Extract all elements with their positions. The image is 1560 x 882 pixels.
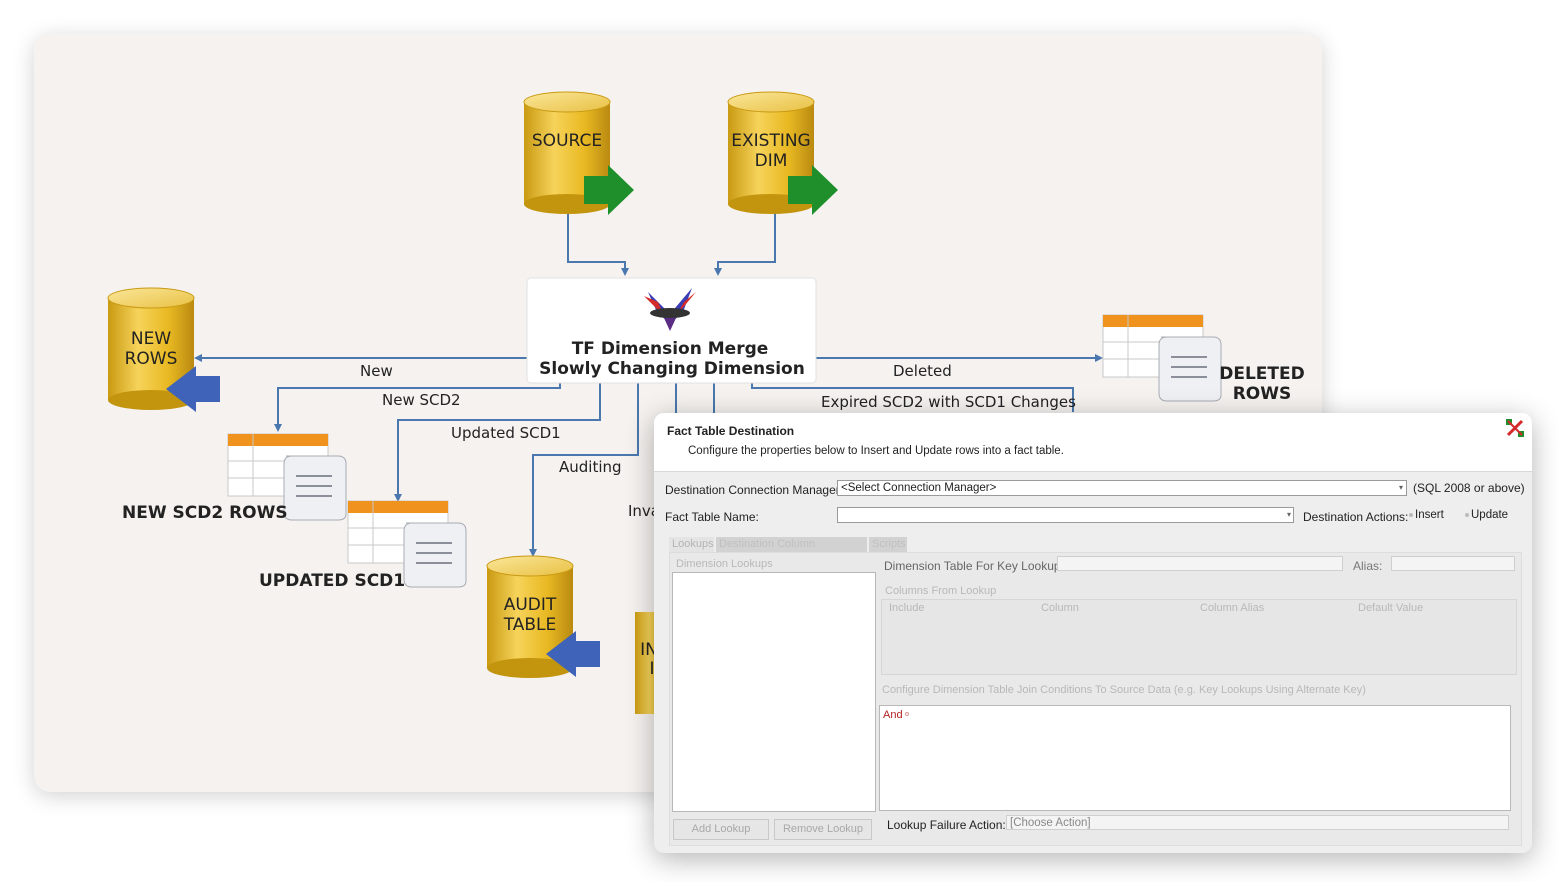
source-cylinder: SOURCE xyxy=(523,91,634,215)
tf-dimension-merge-box: TF Dimension Merge Slowly Changing Dimen… xyxy=(526,277,817,384)
fact-table-label: Fact Table Name: xyxy=(665,510,759,524)
dialog-title: Fact Table Destination xyxy=(667,424,795,438)
lookup-failure-dropdown[interactable]: [Choose Action] xyxy=(1006,815,1509,830)
tab-scripts[interactable]: Scripts xyxy=(869,537,907,552)
dim-table-input[interactable] xyxy=(1057,556,1343,571)
lookup-failure-label: Lookup Failure Action: xyxy=(887,818,1006,832)
columns-grid[interactable] xyxy=(881,599,1517,675)
scd-flow-diagram: SOURCE EXISTING DIM NEW ROWS AUDIT TABLE… xyxy=(107,91,1305,714)
update-radio[interactable]: Update xyxy=(1465,509,1508,521)
audit-table-label-1: AUDIT xyxy=(504,595,557,615)
new-rows-label-2: ROWS xyxy=(125,349,178,369)
eagle-logo-icon xyxy=(644,288,696,331)
green-arrow-icon xyxy=(788,165,838,215)
sql-note: (SQL 2008 or above) xyxy=(1413,481,1525,495)
remove-lookup-button[interactable]: Remove Lookup xyxy=(774,819,872,840)
flow-new-scd2-label: New SCD2 xyxy=(382,391,461,409)
flow-new-label: New xyxy=(360,362,393,380)
grid-header-default-value: Default Value xyxy=(1358,602,1424,614)
existing-dim-label-1: EXISTING xyxy=(731,131,810,151)
task-factory-logo-icon xyxy=(1506,419,1524,437)
join-and-operator[interactable]: And xyxy=(883,709,903,721)
join-conditions-label: Configure Dimension Table Join Condition… xyxy=(882,684,1366,696)
existing-dim-cylinder: EXISTING DIM xyxy=(727,91,838,215)
grid-header-include: Include xyxy=(889,602,925,614)
updated-scd1-output-label: UPDATED SCD1 xyxy=(259,571,405,591)
alias-input[interactable] xyxy=(1391,556,1515,571)
add-lookup-button[interactable]: Add Lookup xyxy=(673,819,769,840)
dim-table-label: Dimension Table For Key Lookup: xyxy=(884,559,1064,573)
flow-expired-label: Expired SCD2 with SCD1 Changes xyxy=(821,393,1076,411)
insert-label: Insert xyxy=(1415,509,1444,521)
blue-arrow-icon xyxy=(546,631,600,677)
chevron-down-icon[interactable]: ▾ xyxy=(1287,510,1292,519)
green-arrow-icon xyxy=(584,165,634,215)
tab-lookups[interactable]: Lookups xyxy=(669,537,714,552)
flow-auditing-label: Auditing xyxy=(559,458,622,476)
new-scd2-rows-label: NEW SCD2 ROWS xyxy=(122,503,288,523)
new-rows-cylinder: NEW ROWS xyxy=(107,287,220,412)
dialog-header: Fact Table Destination Configure the pro… xyxy=(654,413,1532,472)
chevron-down-icon[interactable]: ▾ xyxy=(1399,483,1404,492)
tf-title-line2: Slowly Changing Dimension xyxy=(539,359,805,379)
flow-updated-scd1-label: Updated SCD1 xyxy=(451,424,561,442)
fact-table-dropdown[interactable] xyxy=(837,507,1294,523)
invalid-label-1: IN xyxy=(640,640,658,660)
grid-header-column-alias: Column Alias xyxy=(1200,602,1265,614)
add-condition-icon[interactable] xyxy=(905,712,909,716)
join-conditions-editor[interactable]: And xyxy=(879,705,1511,811)
dimension-lookups-list[interactable] xyxy=(672,572,876,812)
existing-dim-label-2: DIM xyxy=(755,151,788,171)
deleted-rows-table-icon xyxy=(1102,314,1222,402)
alias-label: Alias: xyxy=(1353,559,1383,573)
columns-from-lookup-label: Columns From Lookup xyxy=(885,585,997,597)
radio-dot-icon xyxy=(1409,512,1413,517)
dialog-subtitle: Configure the properties below to Insert… xyxy=(688,445,1064,457)
tf-title-line1: TF Dimension Merge xyxy=(572,339,769,359)
source-label: SOURCE xyxy=(532,131,602,151)
update-label: Update xyxy=(1471,509,1509,521)
flow-deleted-label: Deleted xyxy=(893,362,952,380)
tab-destination-column-mappings[interactable]: Destination Column Mappings xyxy=(716,537,867,565)
audit-table-cylinder: AUDIT TABLE xyxy=(486,555,600,678)
fact-table-destination-dialog: Fact Table Destination Configure the pro… xyxy=(654,413,1532,853)
dest-conn-label: Destination Connection Manager: xyxy=(665,483,844,497)
dimension-lookups-label: Dimension Lookups xyxy=(676,558,773,570)
invalid-label-2: I xyxy=(649,659,654,679)
dest-conn-dropdown[interactable]: <Select Connection Manager> xyxy=(837,480,1407,496)
radio-dot-icon xyxy=(1465,512,1469,517)
deleted-rows-label-1: DELETED xyxy=(1219,364,1305,384)
insert-radio[interactable]: Insert xyxy=(1409,509,1444,521)
blue-arrow-icon xyxy=(166,366,220,412)
grid-header-column: Column xyxy=(1041,602,1079,614)
dest-actions-label: Destination Actions: xyxy=(1303,510,1409,524)
deleted-rows-label-2: ROWS xyxy=(1233,384,1292,404)
connectors xyxy=(194,210,1103,557)
audit-table-label-2: TABLE xyxy=(503,615,557,635)
new-rows-label-1: NEW xyxy=(131,329,171,349)
flow-invalid-label: Inva xyxy=(628,502,660,520)
